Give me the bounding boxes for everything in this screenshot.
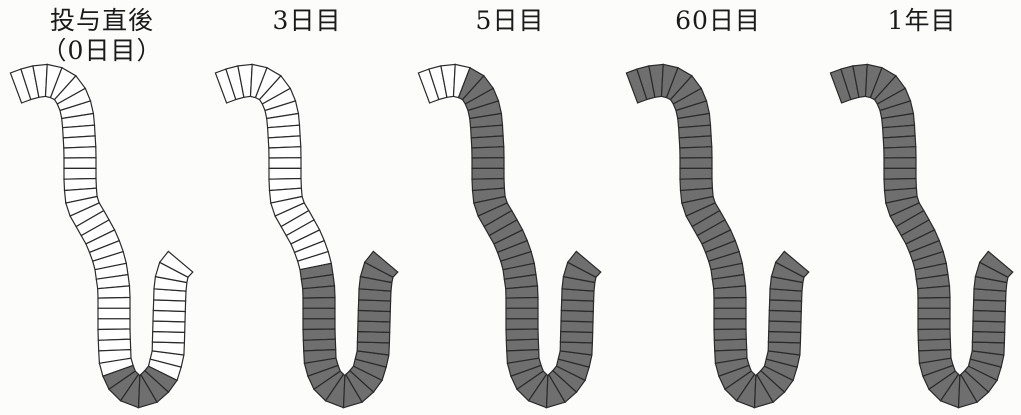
- tube-segment: [153, 321, 185, 332]
- tube-segment: [714, 308, 746, 319]
- panel-day60: 60日目: [618, 0, 818, 415]
- panel-day5: 5日目: [410, 0, 610, 415]
- tube-segment: [561, 310, 593, 322]
- tube-segment: [918, 329, 950, 340]
- tube-segment: [714, 329, 746, 340]
- tube-segment: [472, 168, 504, 179]
- tube-segment: [98, 319, 130, 330]
- tube-segment: [303, 319, 335, 330]
- tube-segment: [680, 158, 712, 169]
- tube-segment: [918, 286, 950, 298]
- tube-segment: [973, 300, 1005, 312]
- tube-segment: [506, 308, 538, 319]
- tube-segment: [769, 310, 801, 322]
- tube-segment: [768, 332, 800, 343]
- tube-segment: [884, 158, 916, 169]
- tube-segment: [883, 136, 916, 148]
- tube-segment: [973, 310, 1005, 322]
- tube-segment: [679, 136, 712, 148]
- tube-segment: [714, 319, 746, 330]
- tube-segment: [153, 300, 185, 312]
- tube-segment: [357, 332, 389, 343]
- tube-segment: [98, 308, 130, 319]
- tube-segment: [918, 308, 950, 319]
- tube-segment: [506, 298, 538, 309]
- tube-segment: [98, 286, 130, 298]
- tube-segment: [884, 147, 916, 158]
- tube-segment: [63, 136, 96, 148]
- tube-segment: [918, 319, 950, 330]
- tube-segment: [472, 158, 504, 169]
- tube-segment: [769, 321, 801, 332]
- tube-segment: [358, 300, 390, 312]
- tube-segment: [303, 329, 335, 340]
- tube-segment: [303, 339, 335, 351]
- tube-segment: [769, 300, 801, 312]
- tube-segment: [98, 298, 130, 309]
- tube-segment: [714, 298, 746, 309]
- tube-segment: [561, 321, 593, 332]
- tube-segment: [358, 321, 390, 332]
- tube-segment: [153, 310, 185, 322]
- panel-year1: 1年目: [822, 0, 1021, 415]
- tube-segment: [918, 339, 950, 351]
- tube-segment: [918, 298, 950, 309]
- tube-diagram: [618, 0, 818, 415]
- panel-day3: 3日目: [207, 0, 407, 415]
- tube-segment: [303, 308, 335, 319]
- tube-segment: [884, 168, 916, 179]
- tube-segment: [472, 147, 504, 158]
- tube-diagram: [207, 0, 407, 415]
- tube-segment: [973, 321, 1005, 332]
- tube-diagram: [410, 0, 610, 415]
- tube-segment: [560, 332, 592, 343]
- tube-segment: [561, 300, 593, 312]
- tube-segment: [972, 332, 1004, 343]
- tube-segment: [269, 158, 301, 169]
- tube-segment: [680, 168, 712, 179]
- tube-segment: [64, 158, 96, 169]
- tube-diagram: [2, 0, 202, 415]
- tube-diagram: [822, 0, 1021, 415]
- tube-segment: [680, 147, 712, 158]
- tube-segment: [506, 329, 538, 340]
- tube-segment: [506, 339, 538, 351]
- tube-segment: [471, 136, 504, 148]
- tube-segment: [303, 286, 335, 298]
- tube-segment: [98, 339, 130, 351]
- tube-segment: [506, 319, 538, 330]
- tube-segment: [714, 286, 746, 298]
- tube-segment: [714, 339, 746, 351]
- tube-segment: [303, 298, 335, 309]
- tube-segment: [152, 332, 184, 343]
- tube-segment: [269, 168, 301, 179]
- tube-segment: [269, 147, 301, 158]
- tube-segment: [268, 136, 301, 148]
- panel-day0: 投与直後 （0日目）: [2, 0, 202, 415]
- tube-segment: [358, 310, 390, 322]
- tube-segment: [64, 168, 96, 179]
- tube-segment: [64, 147, 96, 158]
- tube-segment: [98, 329, 130, 340]
- tube-segment: [506, 286, 538, 298]
